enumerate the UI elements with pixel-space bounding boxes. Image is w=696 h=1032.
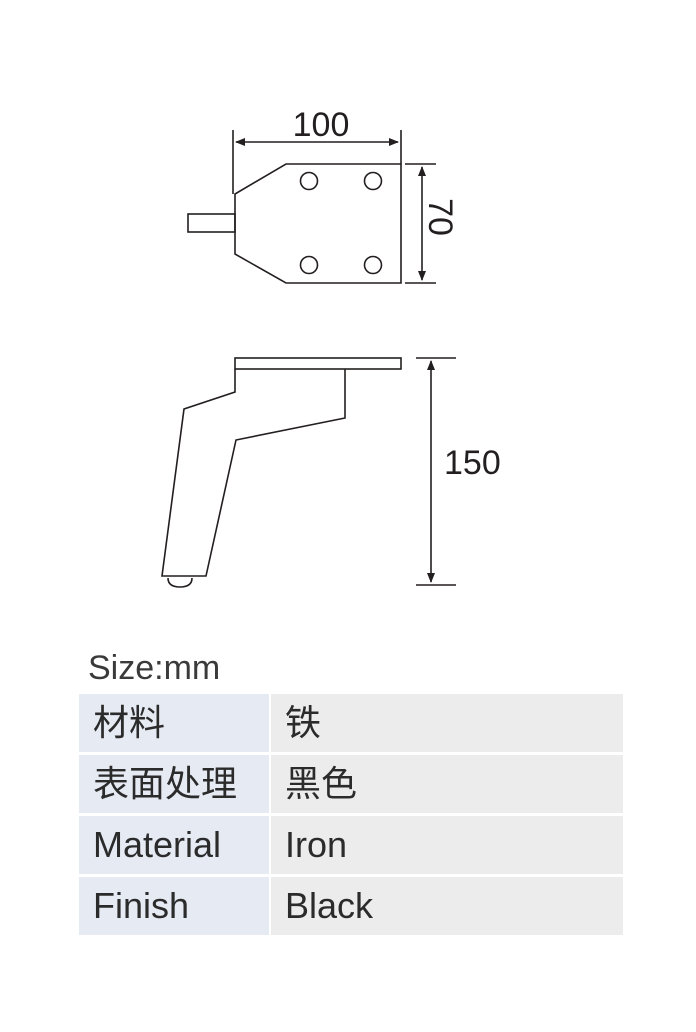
spec-value: 黑色 [270,752,623,815]
height-dimension-label: 150 [444,444,501,482]
spec-label: Material [79,813,271,876]
spec-label: 材料 [79,694,271,754]
width-dimension-label: 100 [293,106,350,144]
screw-hole-icon [299,171,319,191]
table-row: Material Iron [79,813,623,876]
stem-outline [187,213,236,233]
table-row: 表面处理 黑色 [79,752,623,815]
top-view [187,130,436,284]
side-plate-outline [234,357,402,370]
side-view [161,357,456,588]
size-unit-label: Size:mm [88,649,221,687]
spec-table: 材料 铁 表面处理 黑色 Material Iron Finish Black [79,694,623,935]
table-row: Finish Black [79,874,623,935]
screw-hole-icon [363,255,383,275]
table-row: 材料 铁 [79,694,623,754]
spec-label: Finish [79,874,271,935]
spec-value: 铁 [270,694,623,754]
foot-glide-icon [167,577,193,588]
mounting-plate-outline [234,163,402,284]
technical-drawing: 100 70 150 [161,106,501,588]
depth-dimension-label: 70 [421,198,459,236]
spec-label: 表面处理 [79,752,271,815]
screw-hole-icon [299,255,319,275]
spec-value: Iron [270,813,623,876]
screw-hole-icon [363,171,383,191]
leg-body-outline [161,369,346,577]
spec-value: Black [270,874,623,935]
